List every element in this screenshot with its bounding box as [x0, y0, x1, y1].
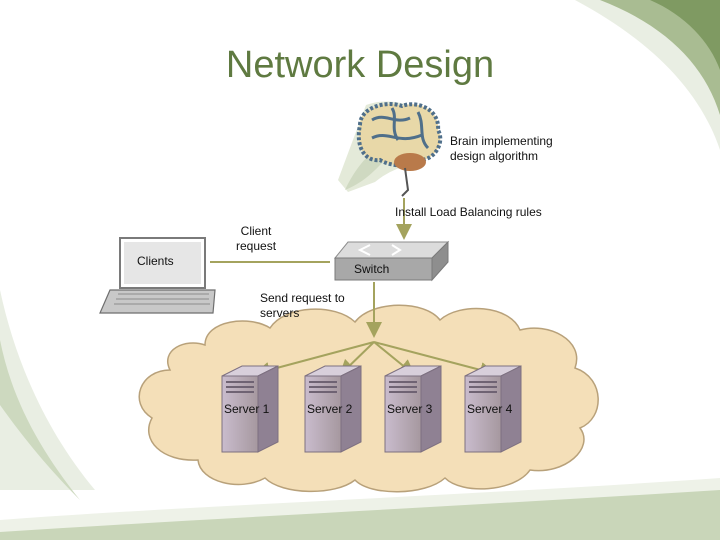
install-rules-label: Install Load Balancing rules: [395, 205, 542, 219]
server-icon: [304, 365, 362, 453]
client-request-label: Client request: [236, 224, 277, 253]
laptop-icon: [99, 237, 216, 314]
brain-label: Brain implementing design algorithm: [450, 134, 553, 163]
cloud-icon: [138, 304, 599, 493]
server-icon: [221, 365, 279, 453]
switch-label: Switch: [354, 262, 390, 276]
servers: [221, 365, 522, 453]
slide-title: Network Design: [225, 44, 495, 86]
server-label: Server 1: [224, 402, 270, 416]
server-label: Server 3: [387, 402, 433, 416]
send-request-label: Send request to servers: [260, 291, 345, 320]
server-icon: [464, 365, 522, 453]
switch-icon: [333, 240, 450, 282]
server-icon: [384, 365, 442, 453]
clients-label: Clients: [137, 254, 174, 268]
brain-icon: [338, 101, 443, 197]
server-label: Server 4: [467, 402, 513, 416]
connection-arrows: [210, 198, 496, 378]
server-label: Server 2: [307, 402, 353, 416]
